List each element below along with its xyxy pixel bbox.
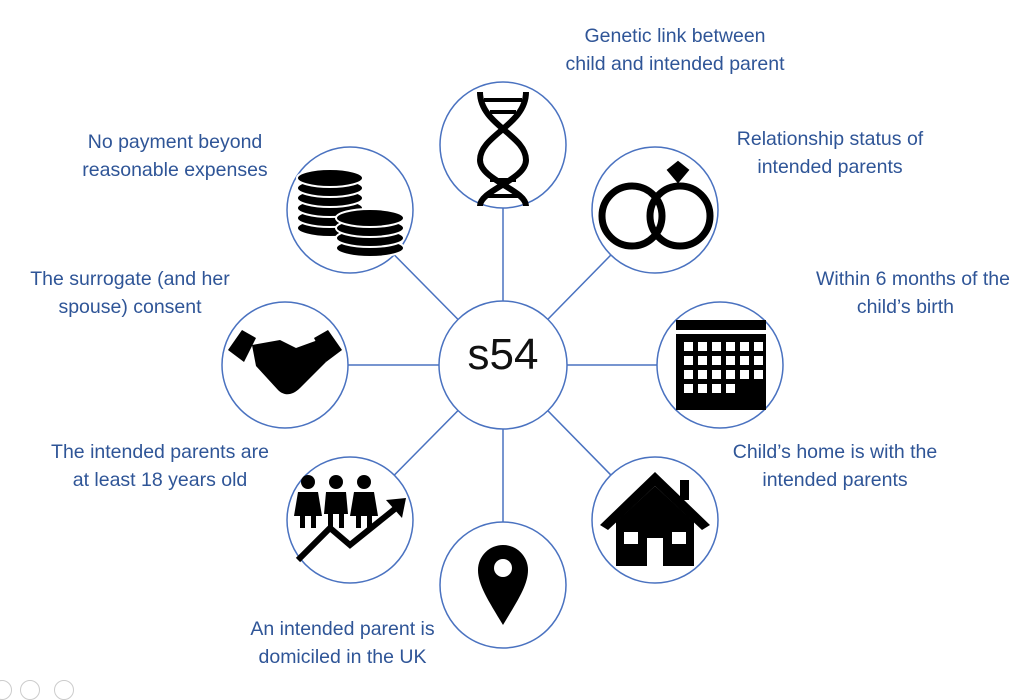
house-icon bbox=[600, 472, 710, 566]
node-age bbox=[286, 456, 414, 584]
people-growth-icon bbox=[294, 475, 406, 563]
map-pin-icon bbox=[478, 545, 528, 625]
node-genetic bbox=[439, 81, 567, 209]
dna-icon bbox=[476, 91, 530, 207]
center-node bbox=[438, 300, 568, 430]
handshake-icon bbox=[228, 330, 342, 395]
calendar-icon bbox=[676, 320, 766, 410]
center-label: s54 bbox=[467, 330, 539, 379]
zoom-icon[interactable] bbox=[20, 680, 40, 700]
more-options-icon[interactable] bbox=[54, 680, 74, 700]
rings-icon bbox=[598, 160, 714, 250]
coins-icon bbox=[296, 168, 405, 258]
